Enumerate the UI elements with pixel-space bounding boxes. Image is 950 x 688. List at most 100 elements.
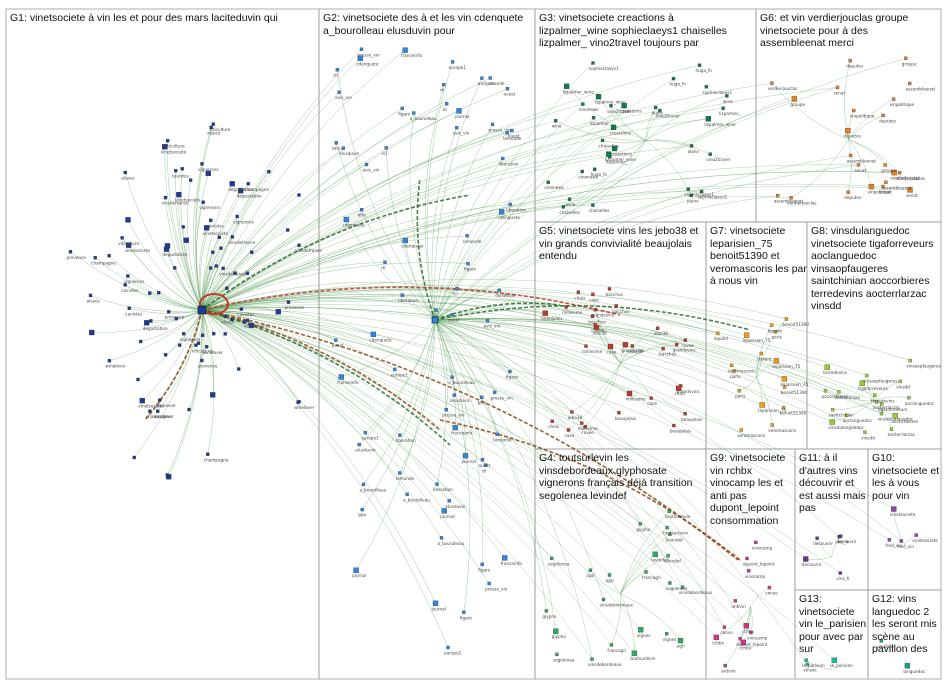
node-g2[interactable] [463, 453, 468, 458]
node-g1[interactable] [250, 251, 253, 254]
node-g1[interactable] [220, 247, 223, 250]
node-g8[interactable] [865, 374, 868, 377]
node-g2[interactable] [451, 60, 454, 63]
node-g10[interactable] [888, 538, 891, 541]
node-g5[interactable] [617, 411, 620, 414]
node-g1[interactable] [236, 215, 239, 218]
node-g7[interactable] [770, 324, 773, 327]
node-g10[interactable] [915, 534, 918, 537]
node-g2[interactable] [406, 493, 409, 496]
node-g1[interactable] [139, 340, 142, 343]
node-g1[interactable] [69, 250, 72, 253]
node-g4[interactable] [666, 526, 669, 529]
node-g2[interactable] [440, 536, 443, 539]
node-g1[interactable] [240, 308, 243, 311]
node-g1[interactable] [188, 408, 191, 411]
node-g6[interactable] [857, 163, 860, 166]
node-g1[interactable] [209, 219, 212, 222]
node-g4[interactable] [632, 651, 637, 656]
node-g1[interactable] [157, 291, 160, 294]
node-g2[interactable] [435, 309, 438, 312]
node-g1[interactable] [89, 294, 92, 297]
node-g4[interactable] [645, 571, 648, 574]
node-g2[interactable] [339, 375, 344, 380]
node-g4[interactable] [653, 552, 658, 557]
node-g9[interactable] [768, 586, 771, 589]
node-g6[interactable] [898, 171, 901, 174]
node-g3[interactable] [581, 170, 584, 173]
node-g2[interactable] [456, 287, 459, 290]
node-g1[interactable] [247, 182, 250, 185]
node-g8[interactable] [824, 389, 827, 392]
node-g6[interactable] [904, 57, 907, 60]
node-g1[interactable] [182, 332, 185, 335]
node-g1[interactable] [202, 201, 205, 204]
node-g4[interactable] [668, 510, 671, 513]
node-g2[interactable] [488, 582, 491, 585]
node-g3[interactable] [591, 204, 594, 207]
node-g6[interactable] [847, 191, 850, 194]
node-g2[interactable] [451, 313, 454, 316]
node-g5[interactable] [656, 327, 659, 330]
node-g1[interactable] [276, 309, 281, 314]
node-g1[interactable] [124, 171, 127, 174]
node-g2[interactable] [398, 472, 401, 475]
node-g2[interactable] [334, 339, 337, 342]
node-g6[interactable] [845, 128, 850, 133]
node-g5[interactable] [627, 391, 632, 396]
node-g4[interactable] [608, 574, 611, 577]
node-g1[interactable] [224, 332, 227, 335]
node-g2[interactable] [486, 319, 489, 322]
node-g2[interactable] [403, 48, 408, 53]
node-g9[interactable] [744, 623, 749, 628]
node-g9[interactable] [747, 569, 750, 572]
node-g5[interactable] [594, 308, 597, 311]
node-g5[interactable] [591, 293, 594, 296]
node-g3[interactable] [654, 106, 657, 109]
node-g2[interactable] [398, 434, 401, 437]
node-g5[interactable] [580, 422, 583, 425]
node-g6[interactable] [892, 98, 895, 101]
node-g3[interactable] [596, 94, 601, 99]
node-g2[interactable] [506, 87, 509, 90]
node-g1[interactable] [126, 275, 129, 278]
node-g4[interactable] [665, 632, 668, 635]
node-g1[interactable] [94, 256, 97, 259]
node-g3[interactable] [592, 116, 595, 119]
node-g6[interactable] [836, 86, 839, 89]
node-g2[interactable] [501, 157, 504, 160]
node-g2[interactable] [480, 396, 483, 399]
node-g2[interactable] [442, 508, 447, 513]
node-g4[interactable] [553, 629, 558, 634]
node-g13[interactable] [832, 658, 837, 663]
node-g2[interactable] [508, 370, 511, 373]
node-g7[interactable] [716, 332, 719, 335]
node-g3[interactable] [690, 144, 693, 147]
node-g1[interactable] [173, 266, 176, 269]
node-g1[interactable] [298, 400, 301, 403]
node-g1[interactable] [206, 453, 209, 456]
node-g1[interactable] [133, 456, 136, 459]
node-g3[interactable] [601, 139, 604, 142]
node-g2[interactable] [493, 391, 496, 394]
node-g1[interactable] [212, 123, 215, 126]
node-g1[interactable] [225, 287, 228, 290]
node-g1[interactable] [184, 238, 189, 243]
node-g1[interactable] [222, 267, 225, 270]
node-g6[interactable] [852, 109, 855, 112]
node-g2[interactable] [401, 294, 404, 297]
node-g7[interactable] [738, 389, 741, 392]
node-g5[interactable] [608, 287, 611, 290]
node-g6[interactable] [882, 114, 885, 117]
node-g2[interactable] [453, 394, 456, 397]
node-g2[interactable] [342, 147, 345, 150]
node-g8[interactable] [830, 420, 835, 425]
node-g2[interactable] [361, 508, 364, 511]
node-g1[interactable] [246, 319, 249, 322]
node-g2[interactable] [365, 163, 368, 166]
node-g5[interactable] [684, 339, 687, 342]
node-g1[interactable] [174, 169, 177, 172]
node-g8[interactable] [880, 412, 883, 415]
node-g3[interactable] [725, 94, 728, 97]
node-g2[interactable] [436, 483, 439, 486]
